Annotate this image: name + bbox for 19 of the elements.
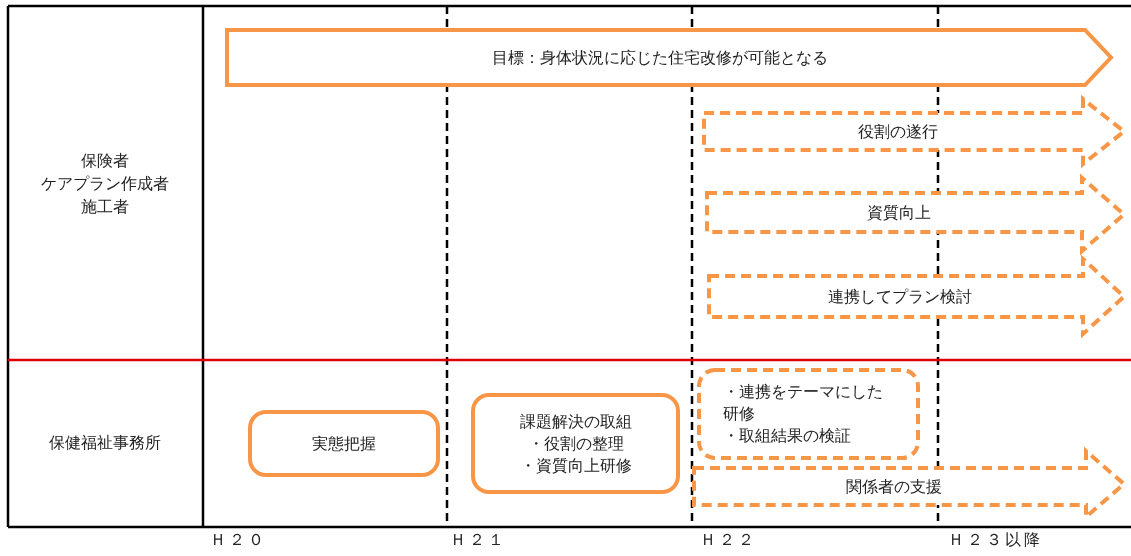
box-text: 課題解決の取組 xyxy=(519,410,632,433)
arrow-label: 目標：身体状況に応じた住宅改修が可能となる xyxy=(492,46,828,69)
arrow-label: 役割の遂行 xyxy=(857,120,938,143)
year-label: Ｈ２２ xyxy=(699,530,757,551)
row-header: 保健福祉事務所 xyxy=(49,433,161,454)
box-text: ・取組結果の検証 xyxy=(723,425,852,447)
arrow-label: 連携してプラン検討 xyxy=(828,285,972,308)
box-text: ・役割の整理 xyxy=(527,432,624,455)
arrow-label: 資質向上 xyxy=(866,201,931,224)
box-text: 実態把握 xyxy=(312,432,376,455)
box-text: ・連携をテーマにした研修 xyxy=(723,381,884,425)
year-label: Ｈ２３以降 xyxy=(947,530,1043,551)
year-label: Ｈ２１ xyxy=(449,530,507,551)
row-header: 保険者 xyxy=(81,151,129,172)
box-text: ・資質向上研修 xyxy=(519,454,632,477)
arrow-label: 関係者の支援 xyxy=(846,475,942,498)
year-label: Ｈ２０ xyxy=(209,530,267,551)
row-header: ケアプラン作成者 xyxy=(41,174,169,195)
row-header: 施工者 xyxy=(81,197,129,218)
